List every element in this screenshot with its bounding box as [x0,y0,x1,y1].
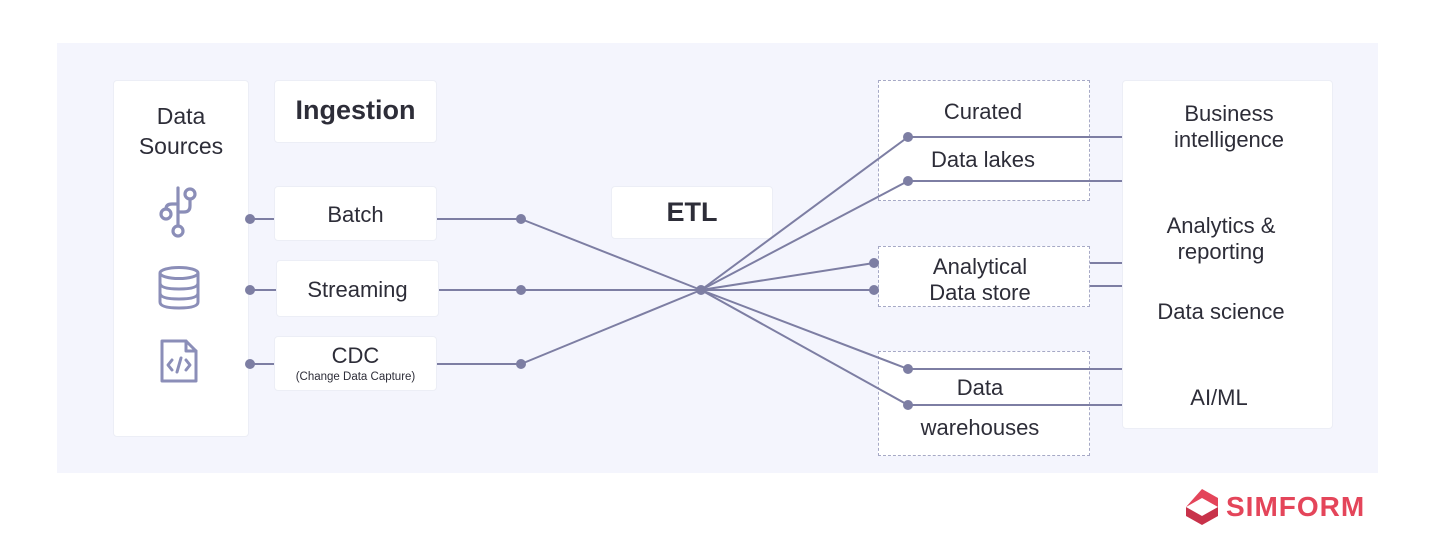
database-icon [158,266,200,310]
connector-etl-analytical-1 [700,262,875,291]
ai-ml-label: AI/ML [1190,385,1248,410]
curated-label: Curated [943,99,1023,124]
data-science-label: Data science [1157,299,1285,324]
connector-etl-warehouse-1 [700,289,909,370]
connector-cdc-etl [520,289,702,365]
cdc-sublabel: (Change Data Capture) [295,371,416,383]
node-lakes [903,176,913,186]
node-source-streaming [245,285,255,295]
analytical-store-label: Analytical Data store [929,254,1031,305]
node-curated [903,132,913,142]
brand-name: SIMFORM [1226,491,1366,522]
ingestion-title: Ingestion [295,95,416,125]
cdc-label: CDC [331,343,380,368]
etl-label: ETL [666,197,718,227]
data-sources-panel [113,80,249,437]
streaming-label: Streaming [307,277,408,302]
data-lakes-label: Data lakes [931,147,1035,172]
etl-box [611,186,773,239]
batch-label: Batch [327,202,384,227]
data-sources-title: Data Sources [138,103,224,159]
analytical-store-group [878,246,1090,307]
cdc-box [274,336,437,391]
business-intelligence-label: Business intelligence [1173,101,1285,152]
batch-box [274,186,437,241]
connector-etl-warehouse-2 [700,289,909,406]
node-cdc-out [516,359,526,369]
git-branch-icon [159,186,197,238]
node-analytical-2 [869,285,879,295]
warehouses-label-line1: Data [956,375,1004,400]
node-warehouse-1 [903,364,913,374]
analytics-reporting-label: Analytics & reporting [1166,213,1276,264]
connector-etl-lakes [700,180,909,291]
connector-batch-etl [520,218,702,291]
warehouses-label-line2: warehouses [920,415,1040,440]
ingestion-label-box [274,80,437,143]
node-batch-out [516,214,526,224]
streaming-box [276,260,439,317]
node-source-cdc [245,359,255,369]
code-file-icon [160,339,198,383]
node-streaming-out [516,285,526,295]
node-source-batch [245,214,255,224]
node-etl-hub [696,285,706,295]
consumers-panel [1122,80,1333,429]
node-warehouse-2 [903,400,913,410]
node-analytical-1 [869,258,879,268]
simform-logo-icon [1186,489,1218,525]
connector-etl-curated [700,136,909,291]
